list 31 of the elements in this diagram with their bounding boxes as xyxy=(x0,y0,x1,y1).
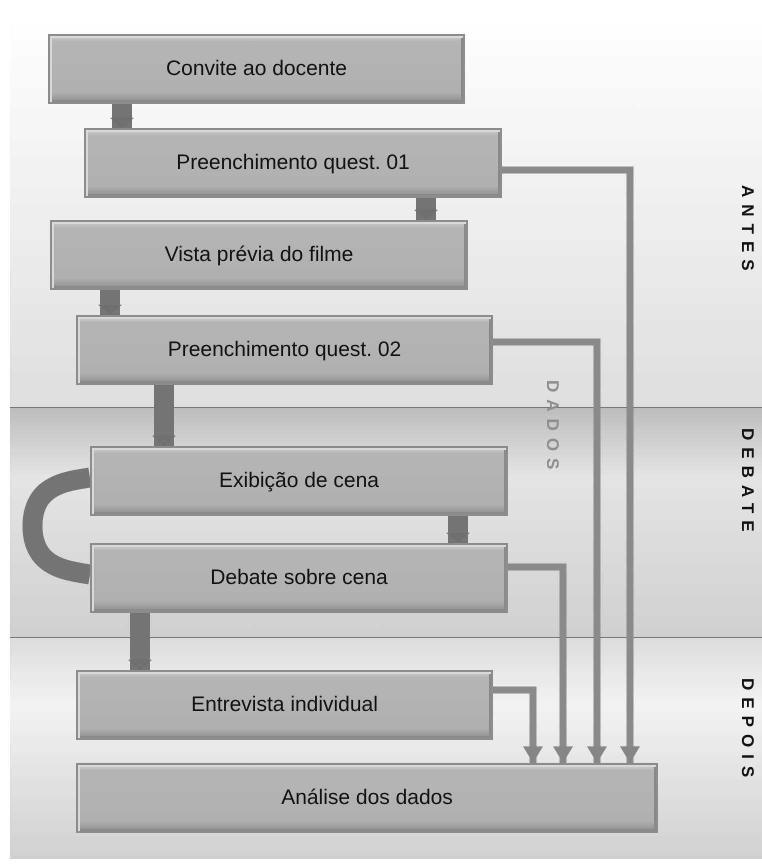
arrow xyxy=(98,290,122,315)
process-box xyxy=(48,34,465,104)
column-label: DADOS xyxy=(542,380,562,476)
step-label: Vista prévia do filme xyxy=(164,243,354,267)
step-label: Preenchimento quest. 02 xyxy=(168,338,402,362)
arrow xyxy=(128,613,152,670)
connector xyxy=(22,468,92,584)
process-box xyxy=(90,446,508,516)
arrow xyxy=(493,338,607,763)
phase-label: DEBATE xyxy=(737,428,757,539)
process-box xyxy=(50,220,468,290)
process-box xyxy=(90,543,508,613)
step-label: Preenchimento quest. 01 xyxy=(176,151,410,175)
process-box xyxy=(84,128,502,198)
process-box xyxy=(76,670,493,740)
process-box xyxy=(76,315,493,385)
process-box xyxy=(76,763,658,833)
step-label: Entrevista individual xyxy=(191,693,378,717)
phase-label: DEPOIS xyxy=(737,678,757,784)
arrow xyxy=(414,198,438,220)
arrow xyxy=(502,166,640,763)
arrow xyxy=(446,516,470,543)
arrow xyxy=(508,564,573,763)
arrow xyxy=(493,686,543,763)
phase-label: ANTES xyxy=(737,185,757,278)
step-label: Convite ao docente xyxy=(166,57,347,81)
step-label: Exibição de cena xyxy=(219,469,379,493)
step-label: Debate sobre cena xyxy=(210,566,388,590)
arrow xyxy=(152,385,176,446)
arrow xyxy=(110,104,134,128)
step-label: Análise dos dados xyxy=(281,786,453,810)
